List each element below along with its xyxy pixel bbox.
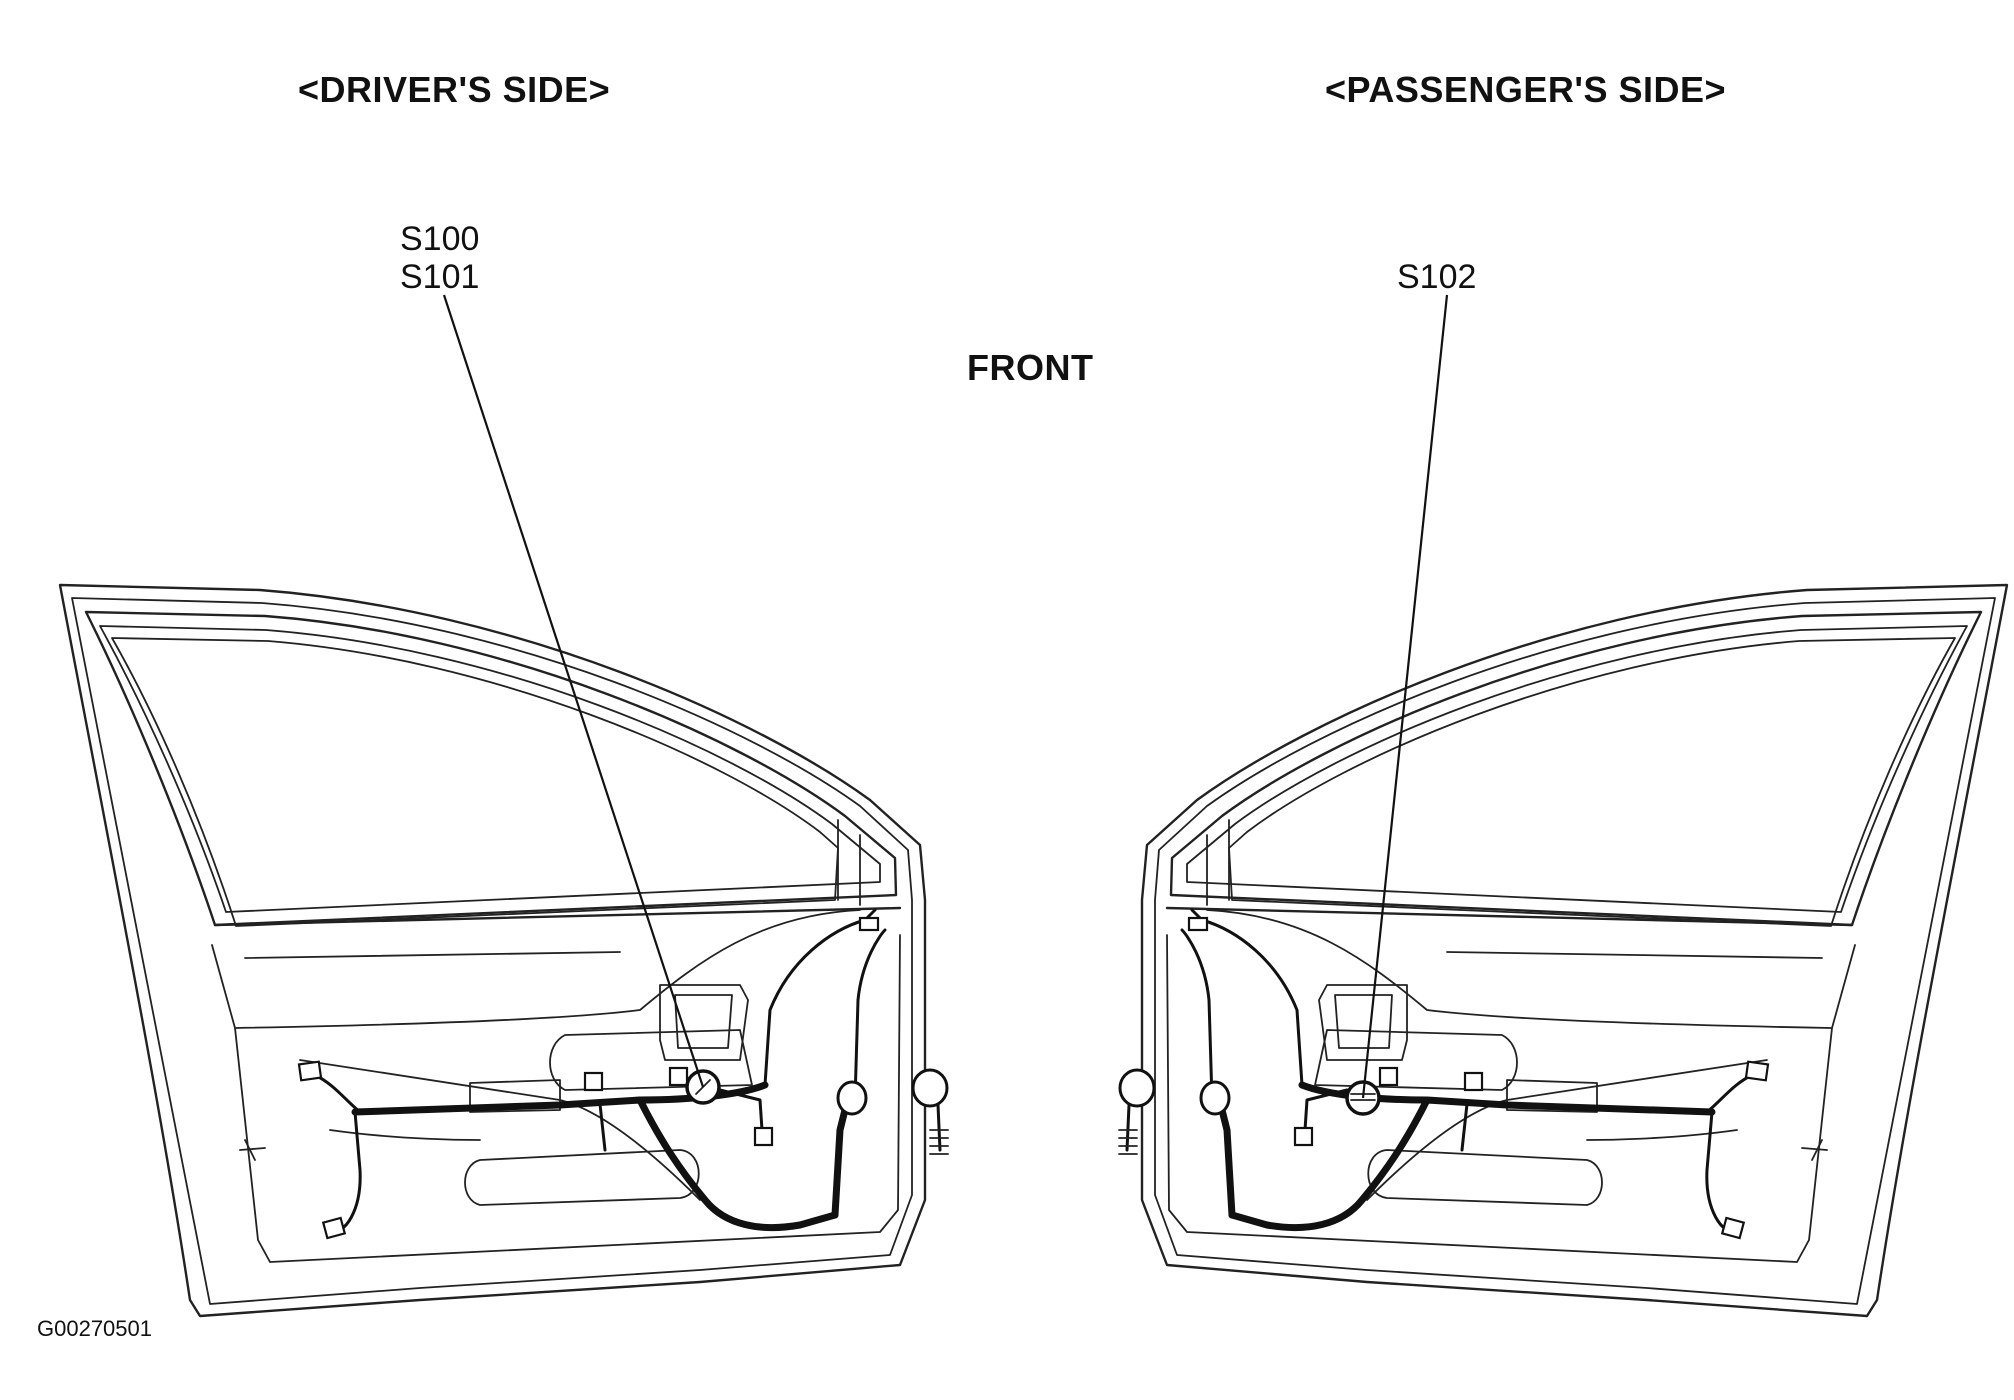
figure-code: G00270501 (37, 1316, 152, 1341)
driver-side-title: <DRIVER'S SIDE> (298, 69, 611, 110)
callout-s102: S102 (1397, 258, 1477, 296)
leader-s102 (1361, 294, 1449, 1099)
leader-s100-s101 (442, 294, 705, 1088)
passenger-door (1118, 583, 2009, 1318)
front-label: FRONT (967, 347, 1094, 388)
passenger-side-title: <PASSENGER'S SIDE> (1325, 69, 1727, 110)
callout-s100: S100 (400, 220, 480, 258)
driver-door (58, 583, 949, 1318)
callout-s101: S101 (400, 258, 480, 296)
